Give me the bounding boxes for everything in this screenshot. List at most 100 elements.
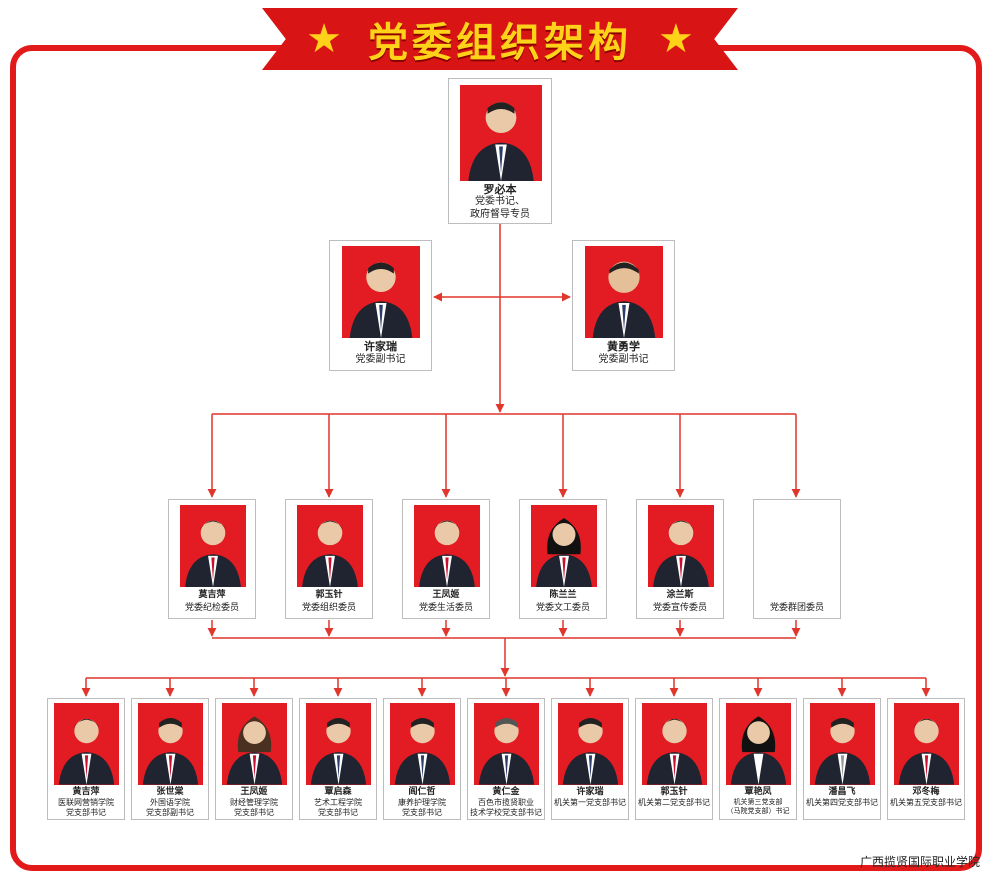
person-silhouette-icon xyxy=(478,718,535,785)
person-silhouette-icon xyxy=(646,718,703,785)
person-silhouette-icon xyxy=(302,520,358,587)
portrait-photo xyxy=(894,703,959,785)
card-member-6: 党委群团委员 xyxy=(753,499,841,619)
person-role: 机关第三党支部 （马院党支部）书记 xyxy=(726,798,790,815)
person-name: 张世棠 xyxy=(156,787,184,797)
portrait-photo xyxy=(474,703,539,785)
card-member-2: 郭玉针 党委组织委员 xyxy=(285,499,373,619)
person-name: 莫吉萍 xyxy=(198,590,226,600)
portrait-photo xyxy=(460,85,542,181)
person-name: 黄仁金 xyxy=(492,787,520,797)
institution-footer: 广西揽贤国际职业学院 xyxy=(859,855,980,869)
portrait-photo xyxy=(414,505,480,587)
card-top-secretary: 罗必本 党委书记、 政府督导专员 xyxy=(448,78,552,224)
portrait-photo xyxy=(222,703,287,785)
portrait-photo xyxy=(180,505,246,587)
person-role: 党委生活委员 xyxy=(418,603,473,613)
person-name: 许家瑞 xyxy=(364,340,397,353)
person-role: 医联网营销学院 党支部书记 xyxy=(58,798,114,817)
person-name: 罗必本 xyxy=(483,183,517,196)
card-member-3: 王凤姬 党委生活委员 xyxy=(402,499,490,619)
person-silhouette-icon xyxy=(814,718,871,785)
person-name: 覃艳凤 xyxy=(744,787,772,797)
portrait-photo xyxy=(306,703,371,785)
card-branch-9: 覃艳凤 机关第三党支部 （马院党支部）书记 xyxy=(719,698,797,820)
star-icon: ★ xyxy=(306,16,342,62)
person-name: 潘昌飞 xyxy=(828,787,856,797)
card-member-5: 涂兰斯 党委宣传委员 xyxy=(636,499,724,619)
person-silhouette-icon xyxy=(58,718,115,785)
person-role: 党委副书记 xyxy=(355,354,406,365)
portrait-photo xyxy=(138,703,203,785)
person-silhouette-icon xyxy=(592,261,656,338)
person-role: 机关第五党支部书记 xyxy=(890,798,962,807)
portrait-photo xyxy=(54,703,119,785)
card-member-1: 莫吉萍 党委纪检委员 xyxy=(168,499,256,619)
portrait-photo xyxy=(342,246,420,338)
person-role: 百色市揽贤职业 技术学校党支部书记 xyxy=(470,798,542,817)
card-branch-7: 许家瑞 机关第一党支部书记 xyxy=(551,698,629,820)
card-branch-5: 阎仁哲 康养护理学院 党支部书记 xyxy=(383,698,461,820)
person-silhouette-icon xyxy=(536,518,592,587)
card-branch-4: 覃启森 艺术工程学院 党支部书记 xyxy=(299,698,377,820)
portrait-photo xyxy=(585,246,663,338)
portrait-photo xyxy=(726,703,791,785)
portrait-photo xyxy=(558,703,623,785)
card-branch-1: 黄吉萍 医联网营销学院 党支部书记 xyxy=(47,698,125,820)
card-branch-10: 潘昌飞 机关第四党支部书记 xyxy=(803,698,881,820)
person-role: 机关第二党支部书记 xyxy=(638,798,710,807)
person-silhouette-icon xyxy=(653,520,709,587)
portrait-photo xyxy=(531,505,597,587)
title-banner: ★ 党委组织架构 ★ xyxy=(262,8,738,70)
person-role: 党委副书记 xyxy=(598,354,649,365)
page-title: 党委组织架构 xyxy=(368,20,632,66)
card-branch-2: 张世棠 外国语学院 党支部副书记 xyxy=(131,698,209,820)
person-role: 党委组织委员 xyxy=(301,603,356,613)
portrait-photo xyxy=(642,703,707,785)
person-name: 黄吉萍 xyxy=(72,787,100,797)
person-silhouette-icon xyxy=(394,718,451,785)
person-role: 机关第一党支部书记 xyxy=(554,798,626,807)
portrait-photo xyxy=(648,505,714,587)
person-silhouette-icon xyxy=(142,718,199,785)
person-role: 机关第四党支部书记 xyxy=(806,798,878,807)
card-branch-6: 黄仁金 百色市揽贤职业 技术学校党支部书记 xyxy=(467,698,545,820)
person-silhouette-icon xyxy=(226,716,283,785)
portrait-photo xyxy=(390,703,455,785)
person-role: 党委纪检委员 xyxy=(184,603,239,613)
person-role: 党委文工委员 xyxy=(535,603,590,613)
portrait-photo xyxy=(810,703,875,785)
person-silhouette-icon xyxy=(310,718,367,785)
person-name: 郭玉针 xyxy=(660,787,688,797)
person-name: 王凤姬 xyxy=(432,590,460,600)
person-silhouette-icon xyxy=(898,718,955,785)
person-name: 黄勇学 xyxy=(607,340,640,353)
person-name: 许家瑞 xyxy=(576,787,604,797)
person-role: 党委群团委员 xyxy=(769,603,824,613)
person-role: 党委宣传委员 xyxy=(652,603,707,613)
card-branch-8: 郭玉针 机关第二党支部书记 xyxy=(635,698,713,820)
portrait-photo xyxy=(297,505,363,587)
person-name: 阎仁哲 xyxy=(408,787,436,797)
person-name: 陈兰兰 xyxy=(549,590,577,600)
person-role: 外国语学院 党支部副书记 xyxy=(146,798,194,817)
card-deputy-2: 黄勇学 党委副书记 xyxy=(572,240,675,371)
person-role: 艺术工程学院 党支部书记 xyxy=(314,798,362,817)
person-silhouette-icon xyxy=(349,262,413,338)
person-name: 郭玉针 xyxy=(315,590,343,600)
card-member-4: 陈兰兰 党委文工委员 xyxy=(519,499,607,619)
card-deputy-1: 许家瑞 党委副书记 xyxy=(329,240,432,371)
person-role: 党委书记、 政府督导专员 xyxy=(470,196,530,220)
person-silhouette-icon xyxy=(468,102,534,181)
person-silhouette-icon xyxy=(562,718,619,785)
card-branch-11: 邓冬梅 机关第五党支部书记 xyxy=(887,698,965,820)
person-role: 康养护理学院 党支部书记 xyxy=(398,798,446,817)
person-name: 邓冬梅 xyxy=(912,787,940,797)
person-silhouette-icon xyxy=(185,520,241,587)
person-silhouette-icon xyxy=(419,520,475,587)
person-name: 涂兰斯 xyxy=(666,590,694,600)
person-name: 王凤姬 xyxy=(240,787,268,797)
star-icon: ★ xyxy=(658,16,694,62)
card-branch-3: 王凤姬 财经管理学院 党支部书记 xyxy=(215,698,293,820)
